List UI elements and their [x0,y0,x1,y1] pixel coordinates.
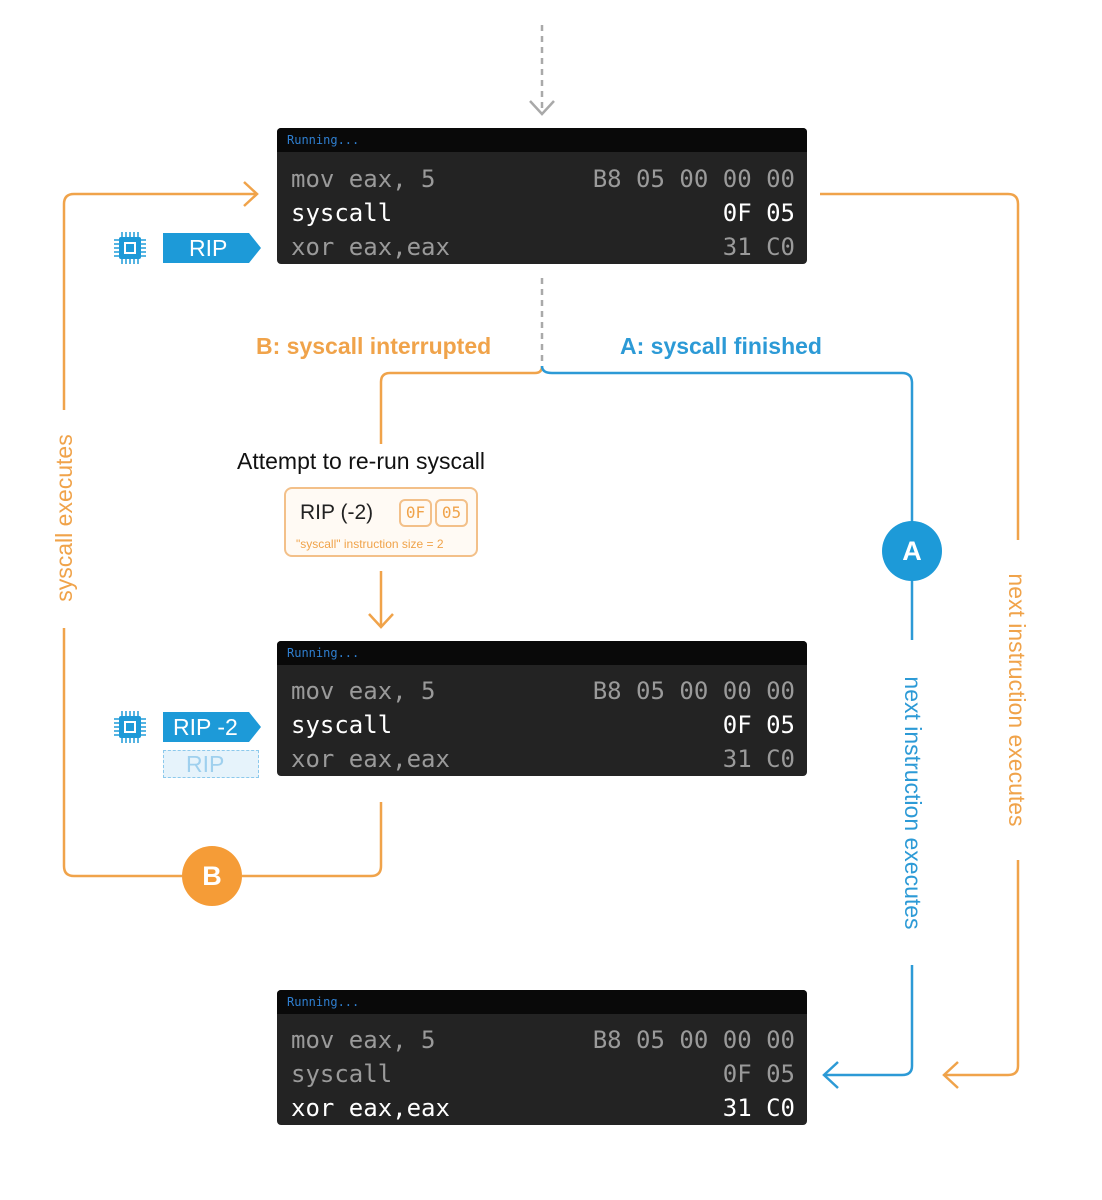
bytes-text: B8 05 00 00 00 [592,677,795,705]
code-row: mov eax, 5 B8 05 00 00 00 [277,1023,807,1057]
terminal-status: Running... [277,990,807,1014]
next-arrowhead [942,1061,959,1089]
instruction-text: xor eax,eax [291,745,450,773]
code-row: syscall 0F 05 [277,708,807,742]
marker-b: B [182,846,242,906]
code-row: syscall 0F 05 [277,1057,807,1091]
bytes-text: 31 C0 [722,1094,795,1122]
attempt-label: Attempt to re-run syscall [237,448,485,474]
rerun-arrowhead [368,613,394,629]
instruction-size-caption: "syscall" instruction size = 2 [296,537,444,551]
rip-pointer-tag-adjusted: RIP -2 [163,712,261,742]
opcode-byte: 05 [435,499,468,527]
bytes-text: B8 05 00 00 00 [592,1026,795,1054]
code-row: mov eax, 5 B8 05 00 00 00 [277,162,807,196]
code-row: syscall 0F 05 [277,196,807,230]
rip-previous-ghost-tag: RIP [163,750,259,778]
rip-adjust-label: RIP (-2) [300,501,374,524]
instruction-text: xor eax,eax [291,233,450,261]
bytes-text: B8 05 00 00 00 [592,165,795,193]
interrupted-label: B: syscall interrupted [256,333,492,359]
terminal-bottom: Running... mov eax, 5 B8 05 00 00 00 sys… [277,990,807,1125]
finished-path-lower-b [824,965,914,1077]
instruction-text: syscall [291,1060,393,1088]
rip-pointer-tag: RIP [163,233,261,263]
cpu-chip-icon [114,711,146,743]
opcode-byte: 0F [399,499,432,527]
finished-arrowhead [822,1061,839,1089]
code-row: mov eax, 5 B8 05 00 00 00 [277,674,807,708]
next-instruction-label-blue: next instruction executes [900,676,926,930]
terminal-middle: Running... mov eax, 5 B8 05 00 00 00 sys… [277,641,807,776]
bytes-text: 0F 05 [722,1060,795,1088]
entry-arrowhead [529,100,555,116]
finished-label: A: syscall finished [620,333,822,359]
bytes-text: 0F 05 [722,199,795,227]
code-row: xor eax,eax 31 C0 [277,1091,807,1125]
loop-arrowhead [243,181,259,207]
terminal-status: Running... [277,641,807,665]
loop-path-top [62,192,256,410]
next-instruction-label-orange: next instruction executes [1004,573,1030,827]
rip-adjust-box: RIP (-2) 0F 05 "syscall" instruction siz… [284,487,478,557]
marker-a: A [882,521,942,581]
instruction-text: mov eax, 5 [291,677,436,705]
terminal-status: Running... [277,128,807,152]
finished-path [540,365,914,522]
code-row: xor eax,eax 31 C0 [277,230,807,264]
syscall-executes-label: syscall executes [51,434,77,602]
interrupted-path [379,365,544,444]
instruction-text: mov eax, 5 [291,165,436,193]
instruction-text: syscall [291,711,393,739]
instruction-text: syscall [291,199,393,227]
instruction-text: xor eax,eax [291,1094,450,1122]
terminal-top: Running... mov eax, 5 B8 05 00 00 00 sys… [277,128,807,264]
instruction-text: mov eax, 5 [291,1026,436,1054]
loop-path-right [242,802,383,878]
cpu-chip-icon [114,232,146,264]
code-row: xor eax,eax 31 C0 [277,742,807,776]
bytes-text: 31 C0 [722,745,795,773]
bytes-text: 0F 05 [722,711,795,739]
loop-path-left [62,628,182,878]
next-path-top [820,192,1020,540]
next-path-bottom [944,860,1020,1077]
bytes-text: 31 C0 [722,233,795,261]
